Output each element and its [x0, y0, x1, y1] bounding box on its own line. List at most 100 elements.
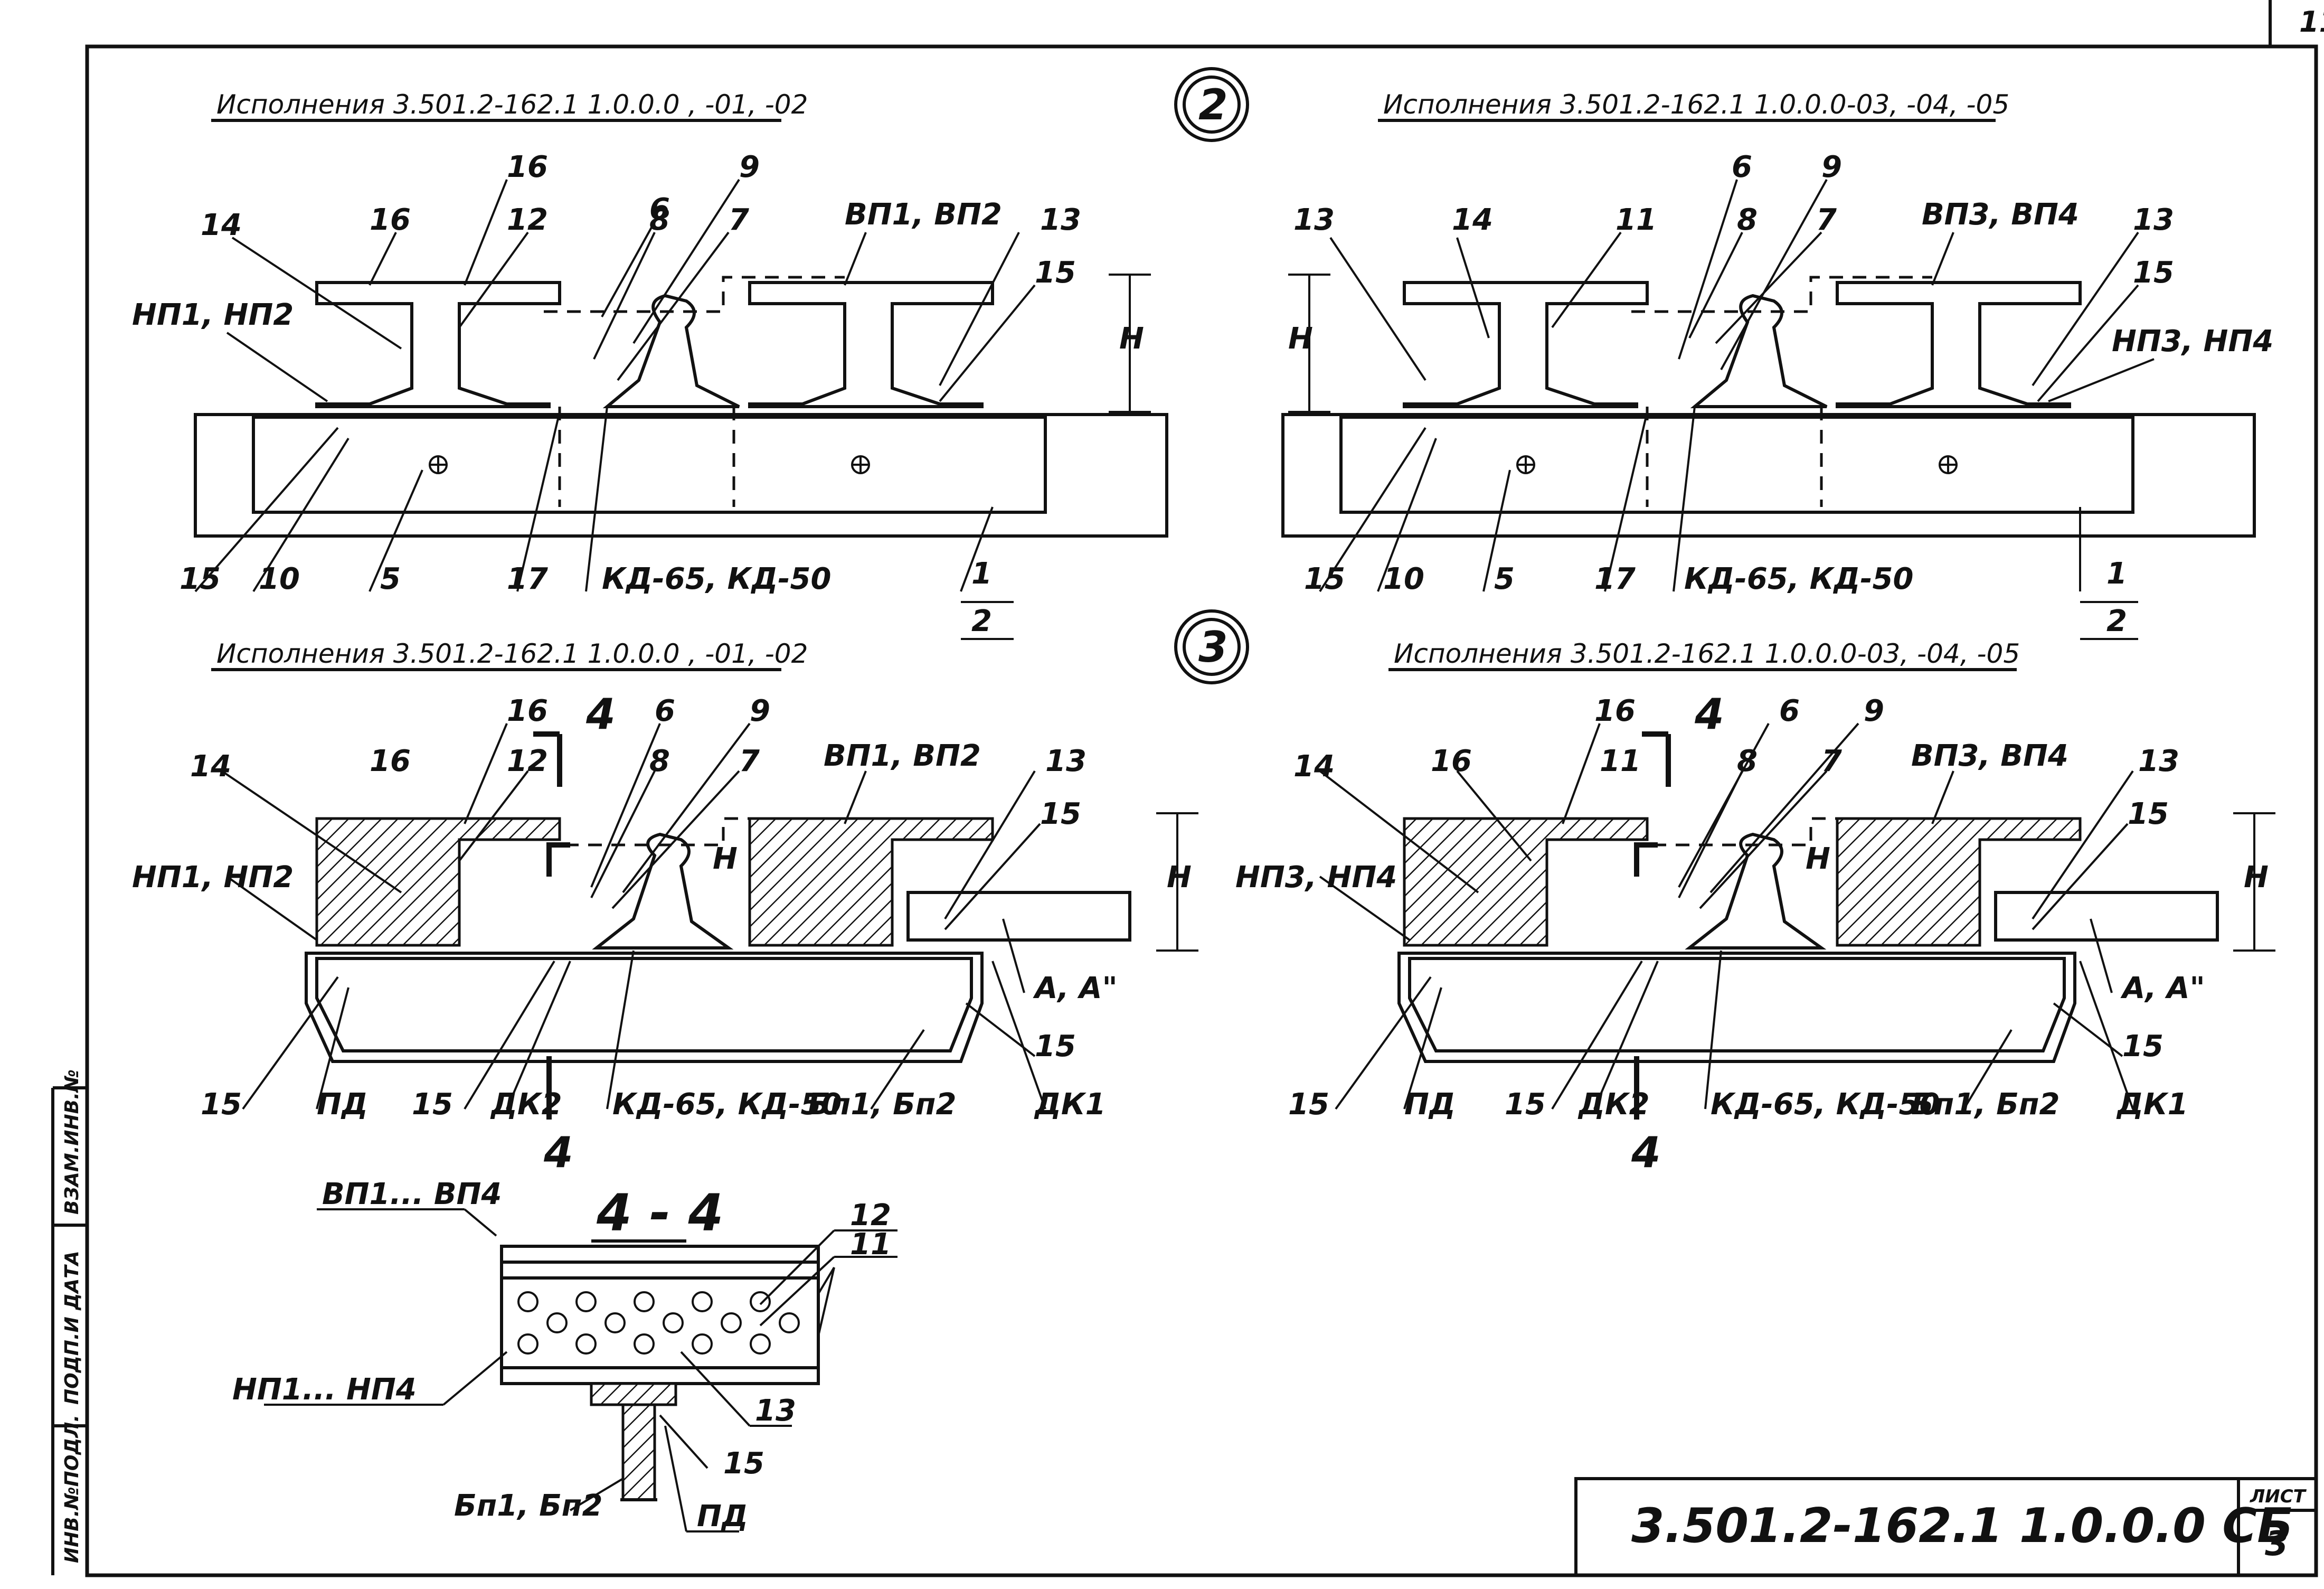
svg-text:Н: Н [1119, 322, 1144, 356]
svg-text:15: 15 [1304, 562, 1345, 596]
svg-text:1: 1 [971, 557, 992, 591]
view-title: Исполнения 3.501.2-162.1 1.0.0.0 , -01, … [216, 638, 808, 669]
stamp-designation: 3.501.2-162.1 1.0.0.0 СБ [1631, 1498, 2293, 1554]
svg-text:5: 5 [1494, 562, 1515, 596]
svg-text:Н: Н [2244, 860, 2269, 895]
svg-text:1: 1 [2106, 557, 2127, 591]
trough [315, 957, 973, 1052]
svg-text:КД-65, КД-50: КД-65, КД-50 [1711, 1087, 1940, 1122]
svg-text:11: 11 [1600, 744, 1641, 778]
margin-label-replaced-inv: ВЗАМ.ИНВ.№ [61, 1069, 83, 1215]
margin-strip: ИНВ.№ПОДЛ. ПОДП.И ДАТА ВЗАМ.ИНВ.№ [51, 1069, 87, 1575]
callouts: 16 4 6 9 14 16 12 8 7 ВП1, ВП2 13 15 НП1… [132, 690, 1192, 1177]
view-title: Исполнения 3.501.2-162.1 1.0.0.0 , -01, … [216, 89, 808, 120]
section-stem [621, 1403, 656, 1501]
svg-text:10: 10 [259, 562, 300, 596]
upper-rail-left [1403, 281, 1649, 408]
svg-text:А, А": А, А" [2120, 971, 2205, 1005]
svg-text:13: 13 [755, 1394, 796, 1428]
callouts: ВП1... ВП4 12 11 НП1... НП4 13 Бп1, Бп2 … [232, 1177, 891, 1534]
svg-text:16: 16 [370, 744, 411, 778]
svg-text:12: 12 [850, 1198, 891, 1233]
svg-text:13: 13 [1040, 203, 1081, 237]
view3-right: Исполнения 3.501.2-162.1 1.0.0.0-03, -04… [1235, 638, 2275, 1177]
svg-text:12: 12 [507, 203, 548, 237]
svg-text:8: 8 [649, 744, 670, 778]
svg-text:КД-65, КД-50: КД-65, КД-50 [612, 1087, 842, 1122]
svg-text:ДК1: ДК1 [1034, 1087, 1106, 1122]
svg-text:7: 7 [1821, 744, 1842, 778]
svg-text:15: 15 [1035, 256, 1076, 290]
svg-text:16: 16 [1431, 744, 1472, 778]
svg-text:Н: Н [713, 842, 738, 876]
svg-text:8: 8 [649, 203, 670, 237]
svg-text:13: 13 [1293, 203, 1335, 237]
svg-text:2: 2 [971, 604, 992, 638]
svg-text:Н: Н [1167, 860, 1192, 895]
svg-text:15: 15 [723, 1446, 764, 1481]
svg-text:ДК2: ДК2 [1577, 1087, 1650, 1122]
svg-text:ВП3, ВП4: ВП3, ВП4 [1911, 739, 2068, 773]
svg-text:ВП3, ВП4: ВП3, ВП4 [1922, 198, 2079, 232]
svg-text:9: 9 [1864, 694, 1884, 728]
svg-text:9: 9 [1821, 150, 1842, 184]
svg-text:4: 4 [1694, 690, 1724, 739]
svg-text:НП1... НП4: НП1... НП4 [232, 1372, 417, 1407]
svg-text:14: 14 [190, 749, 231, 784]
svg-text:16: 16 [370, 203, 411, 237]
svg-text:ДК2: ДК2 [490, 1087, 562, 1122]
svg-text:17: 17 [1594, 562, 1636, 596]
svg-text:ПД: ПД [1404, 1087, 1456, 1122]
sleeper [1281, 413, 2256, 538]
margin-label-sign-date: ПОДП.И ДАТА [61, 1250, 83, 1405]
svg-text:15: 15 [1505, 1087, 1546, 1122]
upper-rail-right [748, 281, 994, 408]
svg-text:7: 7 [729, 203, 749, 237]
svg-text:2: 2 [2106, 604, 2127, 638]
svg-text:13: 13 [2138, 744, 2179, 778]
svg-text:13: 13 [2133, 203, 2174, 237]
svg-text:КД-65, КД-50: КД-65, КД-50 [602, 562, 831, 596]
svg-text:КД-65, КД-50: КД-65, КД-50 [1684, 562, 1913, 596]
view2-right: Исполнения 3.501.2-162.1 1.0.0.0-03, -04… [1281, 89, 2273, 640]
svg-text:14: 14 [1452, 203, 1493, 237]
svg-text:16: 16 [507, 150, 548, 184]
stamp-sheet-value: 3 [2265, 1525, 2289, 1564]
svg-text:4: 4 [1631, 1128, 1661, 1177]
svg-text:12: 12 [507, 744, 548, 778]
svg-text:10: 10 [1383, 562, 1424, 596]
stamp-sheet-label: ЛИСТ [2250, 1486, 2307, 1507]
callouts: 16 4 6 9 14 16 11 8 7 ВП3, ВП4 13 15 НП3… [1235, 690, 2269, 1177]
svg-text:15: 15 [412, 1087, 453, 1122]
rivet-grid [517, 1291, 800, 1355]
svg-text:Н: Н [1806, 842, 1830, 876]
svg-text:6: 6 [649, 192, 670, 227]
svg-text:2: 2 [1198, 80, 1228, 129]
svg-text:15: 15 [1288, 1087, 1329, 1122]
svg-text:ВП1, ВП2: ВП1, ВП2 [824, 739, 981, 773]
base-plate [906, 891, 1131, 942]
svg-text:3: 3 [1198, 623, 1228, 672]
svg-text:15: 15 [1035, 1029, 1076, 1064]
svg-text:9: 9 [750, 694, 770, 728]
callouts: 6 9 13 14 11 8 7 ВП3, ВП4 13 Н 15 НП3, Н… [1288, 150, 2273, 638]
upper-rail-left [315, 281, 561, 408]
svg-text:15: 15 [180, 562, 221, 596]
upper-rail-right [748, 817, 994, 947]
svg-text:НП1, НП2: НП1, НП2 [132, 860, 294, 895]
base-plate [1994, 891, 2219, 942]
svg-text:14: 14 [201, 208, 242, 242]
svg-text:5: 5 [380, 562, 401, 596]
svg-text:17: 17 [507, 562, 548, 596]
sheet-number: 11 [2299, 5, 2324, 39]
svg-text:15: 15 [1040, 797, 1081, 831]
svg-text:7: 7 [1816, 203, 1837, 237]
view3-left: Исполнения 3.501.2-162.1 1.0.0.0 , -01, … [132, 638, 1198, 1177]
svg-text:7: 7 [739, 744, 760, 778]
svg-text:6: 6 [655, 694, 675, 728]
section-title: 4 - 4 [596, 1183, 723, 1243]
circle-mark-2: 2 [1174, 67, 1249, 142]
svg-text:15: 15 [2122, 1029, 2164, 1064]
svg-text:4: 4 [585, 690, 616, 739]
